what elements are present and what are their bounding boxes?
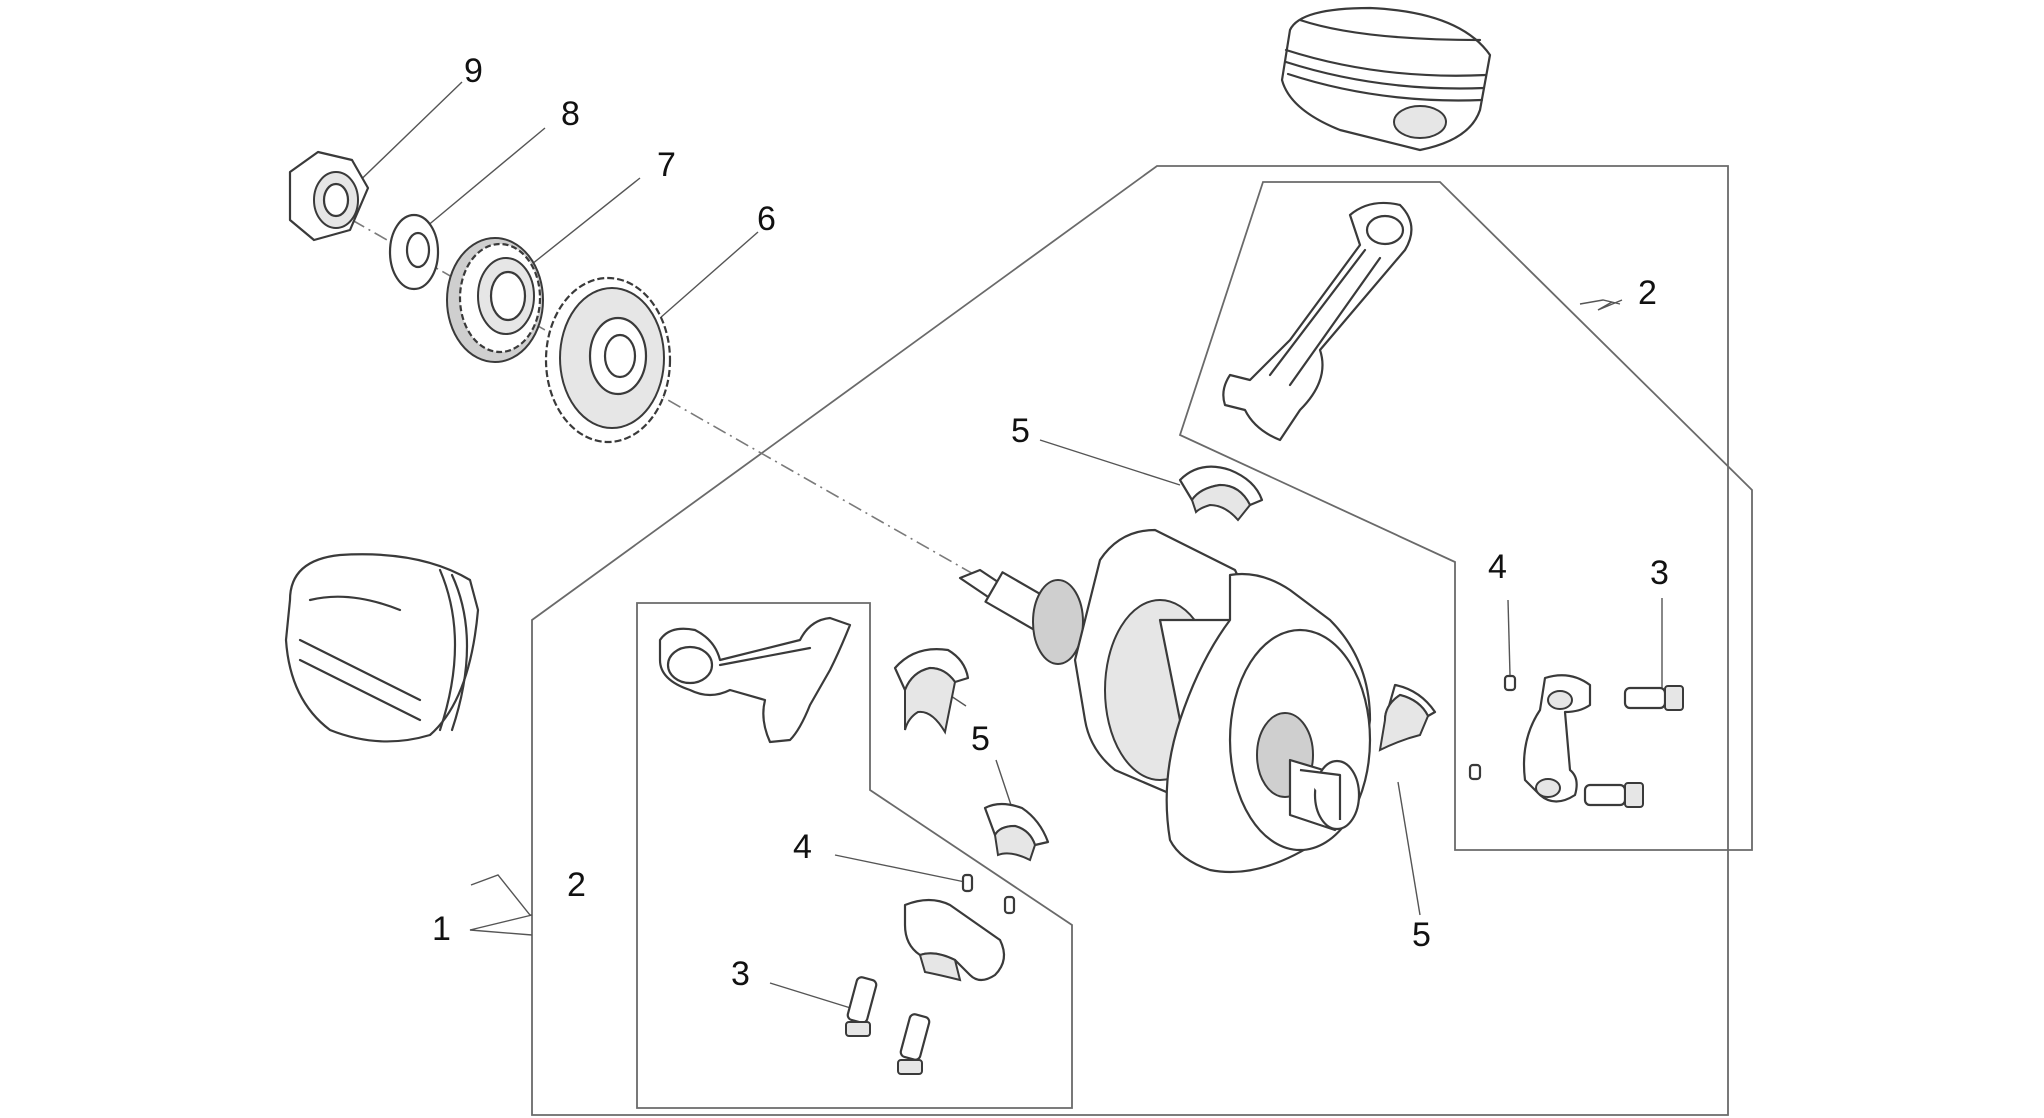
connecting-rod-lower <box>658 616 852 744</box>
callout-6: 6 <box>757 200 776 238</box>
cap-bolt-lower-2 <box>897 1013 931 1075</box>
callout-7: 7 <box>657 146 676 184</box>
crankshaft <box>958 528 1372 874</box>
callout-4-lower: 4 <box>793 828 812 866</box>
assembly-axis-line <box>351 219 976 576</box>
lower-connecting-rod-group-outline <box>636 602 1073 1109</box>
callout-1: 1 <box>432 910 451 948</box>
callout-3-lower: 3 <box>731 955 750 993</box>
cap-bolt-lower-1 <box>845 976 878 1037</box>
bearing-shell-right <box>1378 683 1437 752</box>
hex-nut <box>288 150 370 242</box>
large-gear <box>544 276 672 444</box>
thrust-washer <box>388 213 440 291</box>
leader-lines <box>344 81 1663 1011</box>
rod-bearing-cap-upper <box>1522 674 1592 803</box>
dowel-pin-upper-2 <box>1468 763 1482 781</box>
callout-4-upper: 4 <box>1488 548 1507 586</box>
bearing-shell-mid <box>893 648 970 735</box>
callout-2-lower: 2 <box>567 866 586 904</box>
piston-left <box>284 553 480 743</box>
small-gear <box>446 237 544 363</box>
callout-5-mid: 5 <box>971 720 990 758</box>
cap-bolt-upper-1 <box>1623 685 1684 711</box>
rod-bearing-cap-lower <box>903 898 1006 982</box>
callout-8: 8 <box>561 95 580 133</box>
dowel-pin-lower-2 <box>1003 895 1016 915</box>
dowel-pin-lower-1 <box>961 873 974 893</box>
callout-5-top: 5 <box>1011 412 1030 450</box>
callout-3-upper: 3 <box>1650 554 1669 592</box>
crankshaft-group-outline <box>531 165 1729 1116</box>
connecting-rod-upper <box>1222 201 1413 442</box>
bearing-shell-lower-mid <box>983 802 1050 862</box>
callout-5-bottom: 5 <box>1412 916 1431 954</box>
callout-9: 9 <box>464 52 483 90</box>
dowel-pin-upper-1 <box>1503 674 1517 692</box>
bearing-shell-top <box>1178 465 1264 522</box>
callout-2-upper: 2 <box>1638 274 1657 312</box>
piston-upper <box>1280 6 1492 152</box>
upper-connecting-rod-group-outline <box>1178 181 1753 851</box>
cap-bolt-upper-2 <box>1583 782 1644 808</box>
